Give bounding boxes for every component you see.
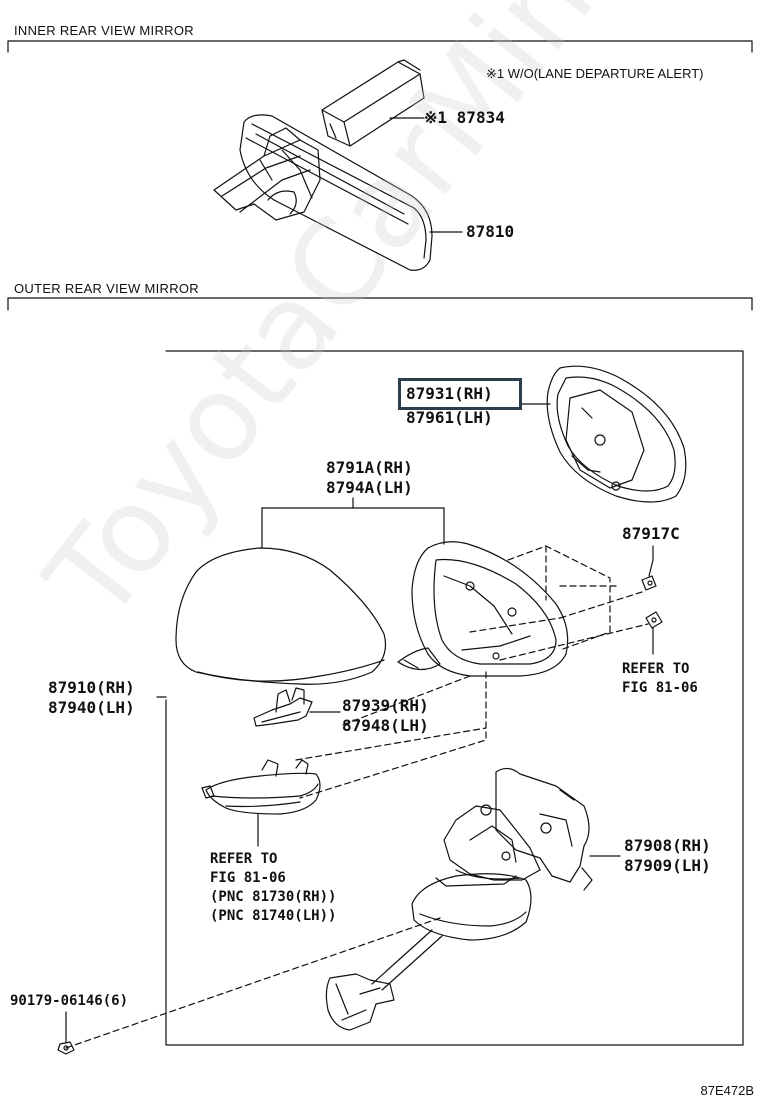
inner-section-title: INNER REAR VIEW MIRROR [14,23,194,38]
part-label-87910[interactable]: 87910(RH) [48,678,135,697]
part-label-87939[interactable]: 87939(RH) [342,696,429,715]
bracket-87939 [253,687,313,727]
refer-fig-a-line1[interactable]: REFER TO [622,661,690,677]
mirror-housing-87910 [397,541,569,677]
leader-8791A [261,497,445,549]
refer-fig-b-line1[interactable]: REFER TO [210,851,278,867]
wire-harness [325,929,443,1031]
dashed-assembly-lines [65,545,649,1049]
turn-signal-lamp [201,759,321,815]
screw-87917C [641,559,657,591]
outer-assembly-frame [165,350,744,1046]
outer-section-bracket [7,297,753,311]
mirror-cap-8791A [175,547,387,685]
highlight-box-87931 [398,378,522,410]
refer-fig-b-line2[interactable]: FIG 81-06 [210,870,286,886]
refer-fig-b-line4[interactable]: (PNC 81740(LH)) [210,908,337,924]
refer-fig-a-line2[interactable]: FIG 81-06 [622,680,698,696]
part-label-8791A[interactable]: 8791A(RH) [326,458,413,477]
mirror-glass-87931 [546,365,687,503]
inner-mirror-87810 [213,114,433,271]
part-label-87917C[interactable]: 87917C [622,524,680,543]
part-label-87908[interactable]: 87908(RH) [624,836,711,855]
screw-refer-fig [645,611,663,655]
clip-90179 [57,1011,75,1055]
part-label-8794A[interactable]: 8794A(LH) [326,478,413,497]
part-label-90179[interactable]: 90179-06146(6) [10,993,129,1009]
mirror-base-87908 [411,767,593,941]
refer-fig-b-line3[interactable]: (PNC 81730(RH)) [210,889,337,905]
part-label-87909[interactable]: 87909(LH) [624,856,711,875]
inner-section-bracket [7,40,753,53]
part-label-87961[interactable]: 87961(LH) [406,408,493,427]
part-label-87940[interactable]: 87940(LH) [48,698,135,717]
figure-code: 87E472B [700,1083,755,1098]
mirror-cover-87834 [321,59,425,147]
part-label-87834[interactable]: ※1 87834 [424,108,505,127]
outer-section-title: OUTER REAR VIEW MIRROR [14,281,199,296]
part-label-87931[interactable]: 87931(RH) [406,384,493,403]
part-label-87948[interactable]: 87948(LH) [342,716,429,735]
part-label-87810[interactable]: 87810 [466,222,515,241]
footnote-lane-departure: ※1 W/O(LANE DEPARTURE ALERT) [486,66,704,81]
